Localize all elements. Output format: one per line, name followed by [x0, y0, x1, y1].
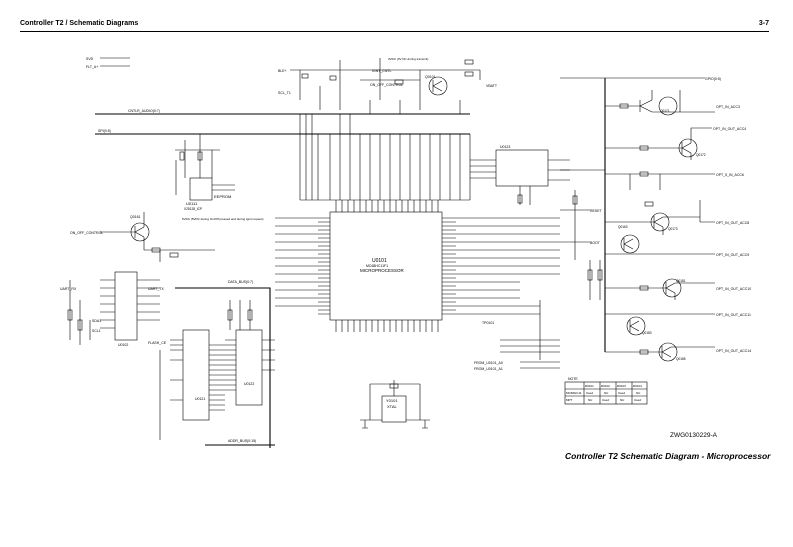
option-table-row1-r0102: NU	[604, 391, 608, 395]
part-q0173: Q0173	[668, 227, 678, 231]
net-label-opt-in-out-acc10: OPT_IN_OUT_ACC10	[716, 287, 751, 291]
option-table-header-2: R0102	[601, 384, 610, 388]
header-rule	[20, 31, 769, 32]
top-left-net-labels: SVD FLT_A+	[86, 57, 130, 69]
option-table-row2-r0102: Used	[602, 398, 609, 402]
part-q0101: Q0101	[425, 75, 436, 79]
ram-ic-u0122: U0122	[225, 300, 275, 406]
reset-boot-circuit: RESET BOOT	[560, 190, 603, 300]
eeprom-function: EEPROM	[214, 194, 231, 199]
net-label-on-off-control-top: ON_OFF_CONTROL	[370, 83, 403, 87]
net-label-from-u0101-a0: FROM_U0101_A0	[474, 361, 503, 365]
uart-ic-u0102: UART_RX UART_TX SCL1 SDA1 U0102	[60, 271, 165, 347]
net-label-gpio: GPIO(0:5)	[705, 77, 721, 81]
net-label-opt-in-out-acc11: OPT_IN_OUT_ACC11	[716, 313, 751, 317]
part-q0163: Q0163	[618, 225, 628, 229]
bus-label-addr-bus: ADDR_BUS(0:15)	[228, 439, 256, 443]
option-table-header-3: R0103	[617, 384, 626, 388]
net-label-uart-tx: UART_TX	[148, 287, 165, 291]
part-q0183: Q0183	[642, 331, 652, 335]
net-label-on-off-control-left: ON_OFF_CONTROL	[70, 231, 103, 235]
flash-ic-u0121: FLASH_CE U0121	[148, 329, 225, 440]
option-table-header-4: R0104	[633, 384, 642, 388]
note-3vdc: 3VDC (3V DC during transmit)	[388, 57, 428, 61]
option-table-row2-r0101: NU	[588, 398, 592, 402]
net-label-opt-in-out-acc8: OPT_IN_OUT_ACC8	[716, 221, 749, 225]
option-table-row1-r0103: Used	[618, 391, 625, 395]
option-table-row1-name: MC68HC11	[566, 391, 582, 395]
part-q0181: Q0181	[676, 279, 686, 283]
eeprom-ref: U0111	[186, 201, 198, 206]
eeprom-part: X25128_ICP	[184, 207, 202, 211]
part-q0171: Q0171	[660, 109, 670, 113]
net-label-boot: BOOT	[590, 241, 601, 245]
net-label-svd: SVD	[86, 57, 94, 61]
note-5vdc: 5VDC (5VDC during On/Off pressed and dur…	[182, 217, 264, 221]
mcu-function: MICROPROCESSOR	[360, 268, 405, 273]
part-q0161: Q0161	[130, 215, 141, 219]
bus-label-cntlr-audio: CNTLR_AUDIO(0:7)	[128, 109, 160, 113]
net-label-opt-in-acc3: OPT_IN_ACC3	[716, 105, 740, 109]
on-off-transistor-circuit: ON_OFF_CONTROL Q0161 5VDC (5VDC during O…	[70, 212, 264, 262]
option-table-row1-r0101: Used	[586, 391, 593, 395]
part-u0121: U0121	[195, 397, 205, 401]
net-label-scl1: SCL1	[92, 329, 101, 333]
testpoint-tp0101: TP0101	[482, 321, 494, 325]
part-q0172: Q0172	[696, 153, 706, 157]
net-label-flash-ce: FLASH_CE	[148, 341, 167, 345]
part-u0123: U0123	[500, 145, 510, 149]
option-table-row2-r0103: NU	[620, 398, 624, 402]
connector-u0123: U0123	[470, 145, 570, 205]
net-label-sda1: SDA1	[92, 319, 101, 323]
page-header-title: Controller T2 / Schematic Diagrams	[20, 20, 139, 27]
net-label-flt-a: FLT_A+	[86, 65, 98, 69]
net-label-opt-in-out-acc9: OPT_IN_OUT_ACC9	[716, 253, 749, 257]
option-table-row1-r0104: NU	[636, 391, 640, 395]
net-label-uart-rx: UART_RX	[60, 287, 77, 291]
address-option-lines: FROM_U0101_A0 FROM_U0101_A1 TP0101	[474, 300, 560, 371]
figure-caption: Controller T2 Schematic Diagram - Microp…	[565, 451, 771, 461]
power-control-circuit: BLE+ SCL_T1 IGNT_CNTL VBATT ON_OFF_CONTR…	[278, 57, 498, 114]
option-table-header-1: R0101	[585, 384, 594, 388]
net-label-ble: BLE+	[278, 69, 287, 73]
option-table-row2-r0104: Used	[634, 398, 641, 402]
bus-label-spi: SPI(0:5)	[98, 129, 111, 133]
part-q0185: Q0185	[676, 357, 686, 361]
bus-lines	[95, 113, 470, 448]
crystal-y0101: Y0101 XTAL	[360, 380, 430, 429]
output-driver-transistors: OPT_IN_ACC3 OPT_IN_OUT_ACC4 OPT_5_IN_ACC…	[605, 90, 751, 362]
microprocessor-u0101: U0101 MC68HC11F1 MICROPROCESSOR	[275, 114, 560, 332]
net-label-scl-t1: SCL_T1	[278, 91, 291, 95]
net-label-opt-5-in-acc6: OPT_5_IN_ACC6	[716, 173, 744, 177]
page-number: 3-7	[758, 20, 769, 27]
mcu-part: MC68HC11F1	[366, 264, 388, 268]
eeprom-u0111: U0111 X25128_ICP EEPROM	[175, 134, 235, 211]
option-table: NOTE R0101 R0102 R0103 R0104 MC68HC11 Us…	[564, 377, 648, 405]
net-label-from-u0101-a1: FROM_U0101_A1	[474, 367, 503, 371]
xtal-ref: Y0101	[386, 398, 398, 403]
option-table-note: NOTE	[568, 377, 578, 381]
net-label-ignt-cntl: IGNT_CNTL	[372, 69, 392, 73]
bus-label-data-bus: DATA_BUS(0:7)	[228, 280, 253, 284]
part-u0102: U0102	[118, 343, 128, 347]
drawing-number: ZWG0130229-A	[670, 432, 717, 439]
gpio-output-bus: GPIO(0:5)	[560, 77, 721, 352]
net-label-opt-in-out-acc14: OPT_IN_OUT_ACC14	[716, 349, 751, 353]
net-label-reset: RESET	[590, 209, 603, 213]
option-table-row2-name: MPT	[566, 398, 573, 402]
net-label-vbatt: VBATT	[486, 84, 498, 88]
part-u0122: U0122	[244, 382, 254, 386]
xtal-function: XTAL	[387, 404, 397, 409]
mcu-ref: U0101	[372, 258, 387, 264]
net-label-opt-in-out-acc4: OPT_IN_OUT_ACC4	[713, 127, 746, 131]
